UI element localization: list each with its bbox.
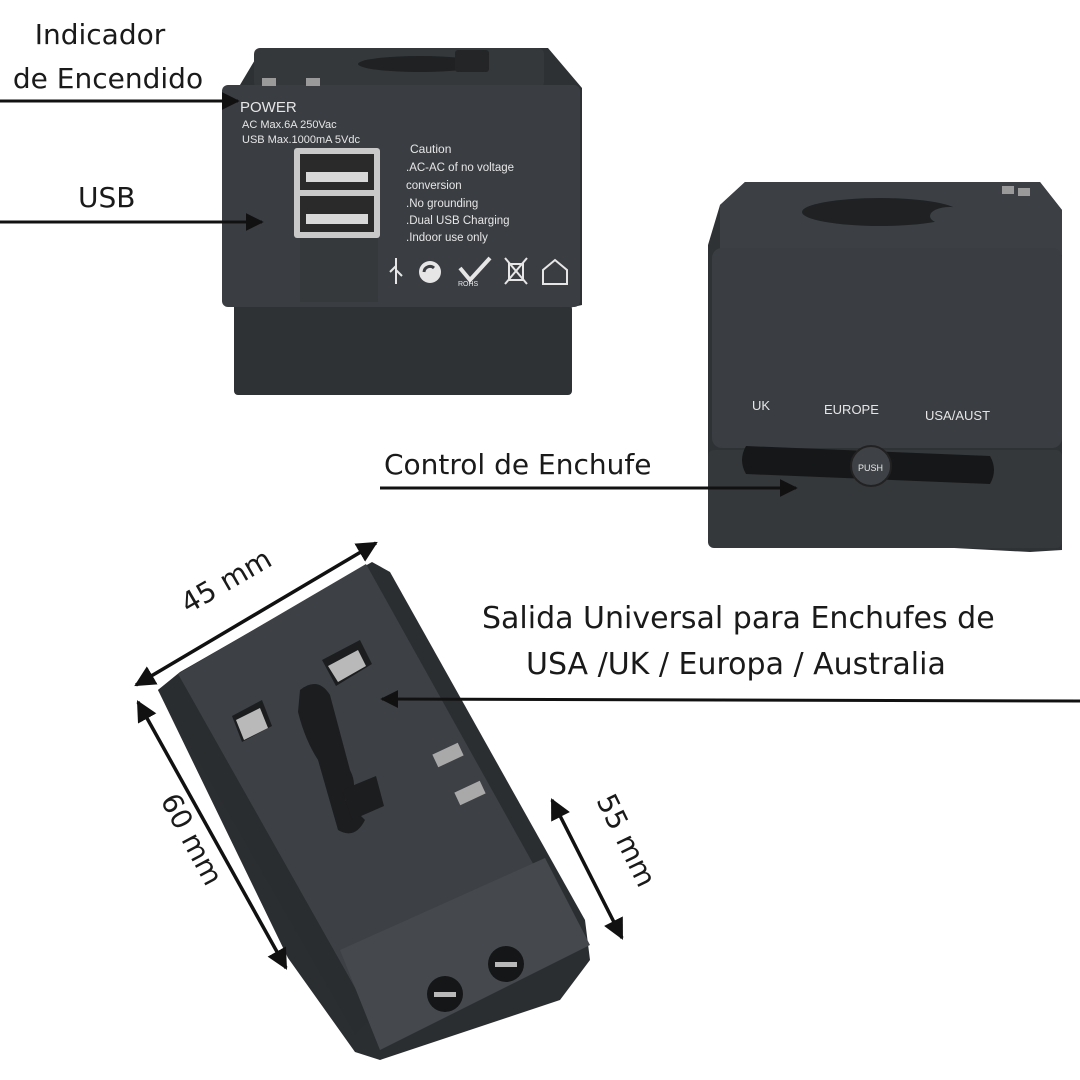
adapter-selector-view: UK EUROPE USA/AUST PUSH — [708, 182, 1062, 552]
callout-power-line2: de Encendido — [13, 62, 203, 95]
callout-outlet-arrow — [380, 690, 1080, 709]
callout-outlet-line2: USA /UK / Europa / Australia — [526, 647, 946, 682]
power-label: POWER — [240, 99, 297, 116]
rohs-label: ROHS — [458, 281, 479, 288]
rohs-check-icon — [458, 256, 492, 284]
usb-symbol-icon — [389, 258, 403, 284]
adapter-front-face — [712, 248, 1062, 448]
callout-plug-control: Control de Enchufe — [384, 448, 651, 481]
caution-item: conversion — [406, 180, 462, 192]
caution-item: .No grounding — [406, 198, 478, 210]
indoor-house-icon — [542, 258, 568, 285]
euro-plug-pins — [427, 946, 524, 1012]
selector-usa-label: USA/AUST — [925, 408, 990, 423]
push-slider-button[interactable] — [850, 445, 892, 487]
dimension-height-arrow — [136, 700, 288, 970]
ac-rating: AC Max.6A 250Vac — [242, 119, 337, 131]
adapter-outlet-view — [158, 562, 590, 1060]
callout-outlet-line1: Salida Universal para Enchufes de — [482, 601, 995, 636]
selector-europe-label: EUROPE — [824, 402, 879, 417]
caution-item: .Indoor use only — [406, 232, 488, 244]
top-socket-slot — [802, 198, 958, 226]
callouts: Indicador de Encendido USB Control de En… — [0, 18, 1080, 709]
callout-usb: USB — [78, 181, 135, 214]
weee-bin-icon — [504, 257, 528, 285]
certification-icons — [389, 256, 568, 285]
callout-power-line1: Indicador — [35, 18, 166, 51]
usb-rating: USB Max.1000mA 5Vdc — [242, 134, 361, 146]
push-label: PUSH — [858, 463, 883, 473]
caution-item: .AC-AC of no voltage — [406, 162, 514, 174]
recycle-icon — [419, 261, 441, 283]
adapter-base — [234, 305, 572, 395]
dimension-width-label: 45 mm — [175, 542, 277, 620]
dimension-width-arrow — [134, 541, 378, 687]
selector-uk-label: UK — [752, 398, 770, 413]
caution-item: .Dual USB Charging — [406, 215, 510, 227]
plug-face — [340, 858, 590, 1050]
dimension-depth-arrow — [550, 798, 624, 940]
usb-ports[interactable] — [294, 148, 380, 238]
adapter-usb-view: POWER AC Max.6A 250Vac USB Max.1000mA 5V… — [222, 48, 582, 395]
power-led-indicator — [262, 78, 276, 86]
caution-title: Caution — [410, 142, 451, 156]
dimension-depth-label: 55 mm — [590, 789, 663, 893]
